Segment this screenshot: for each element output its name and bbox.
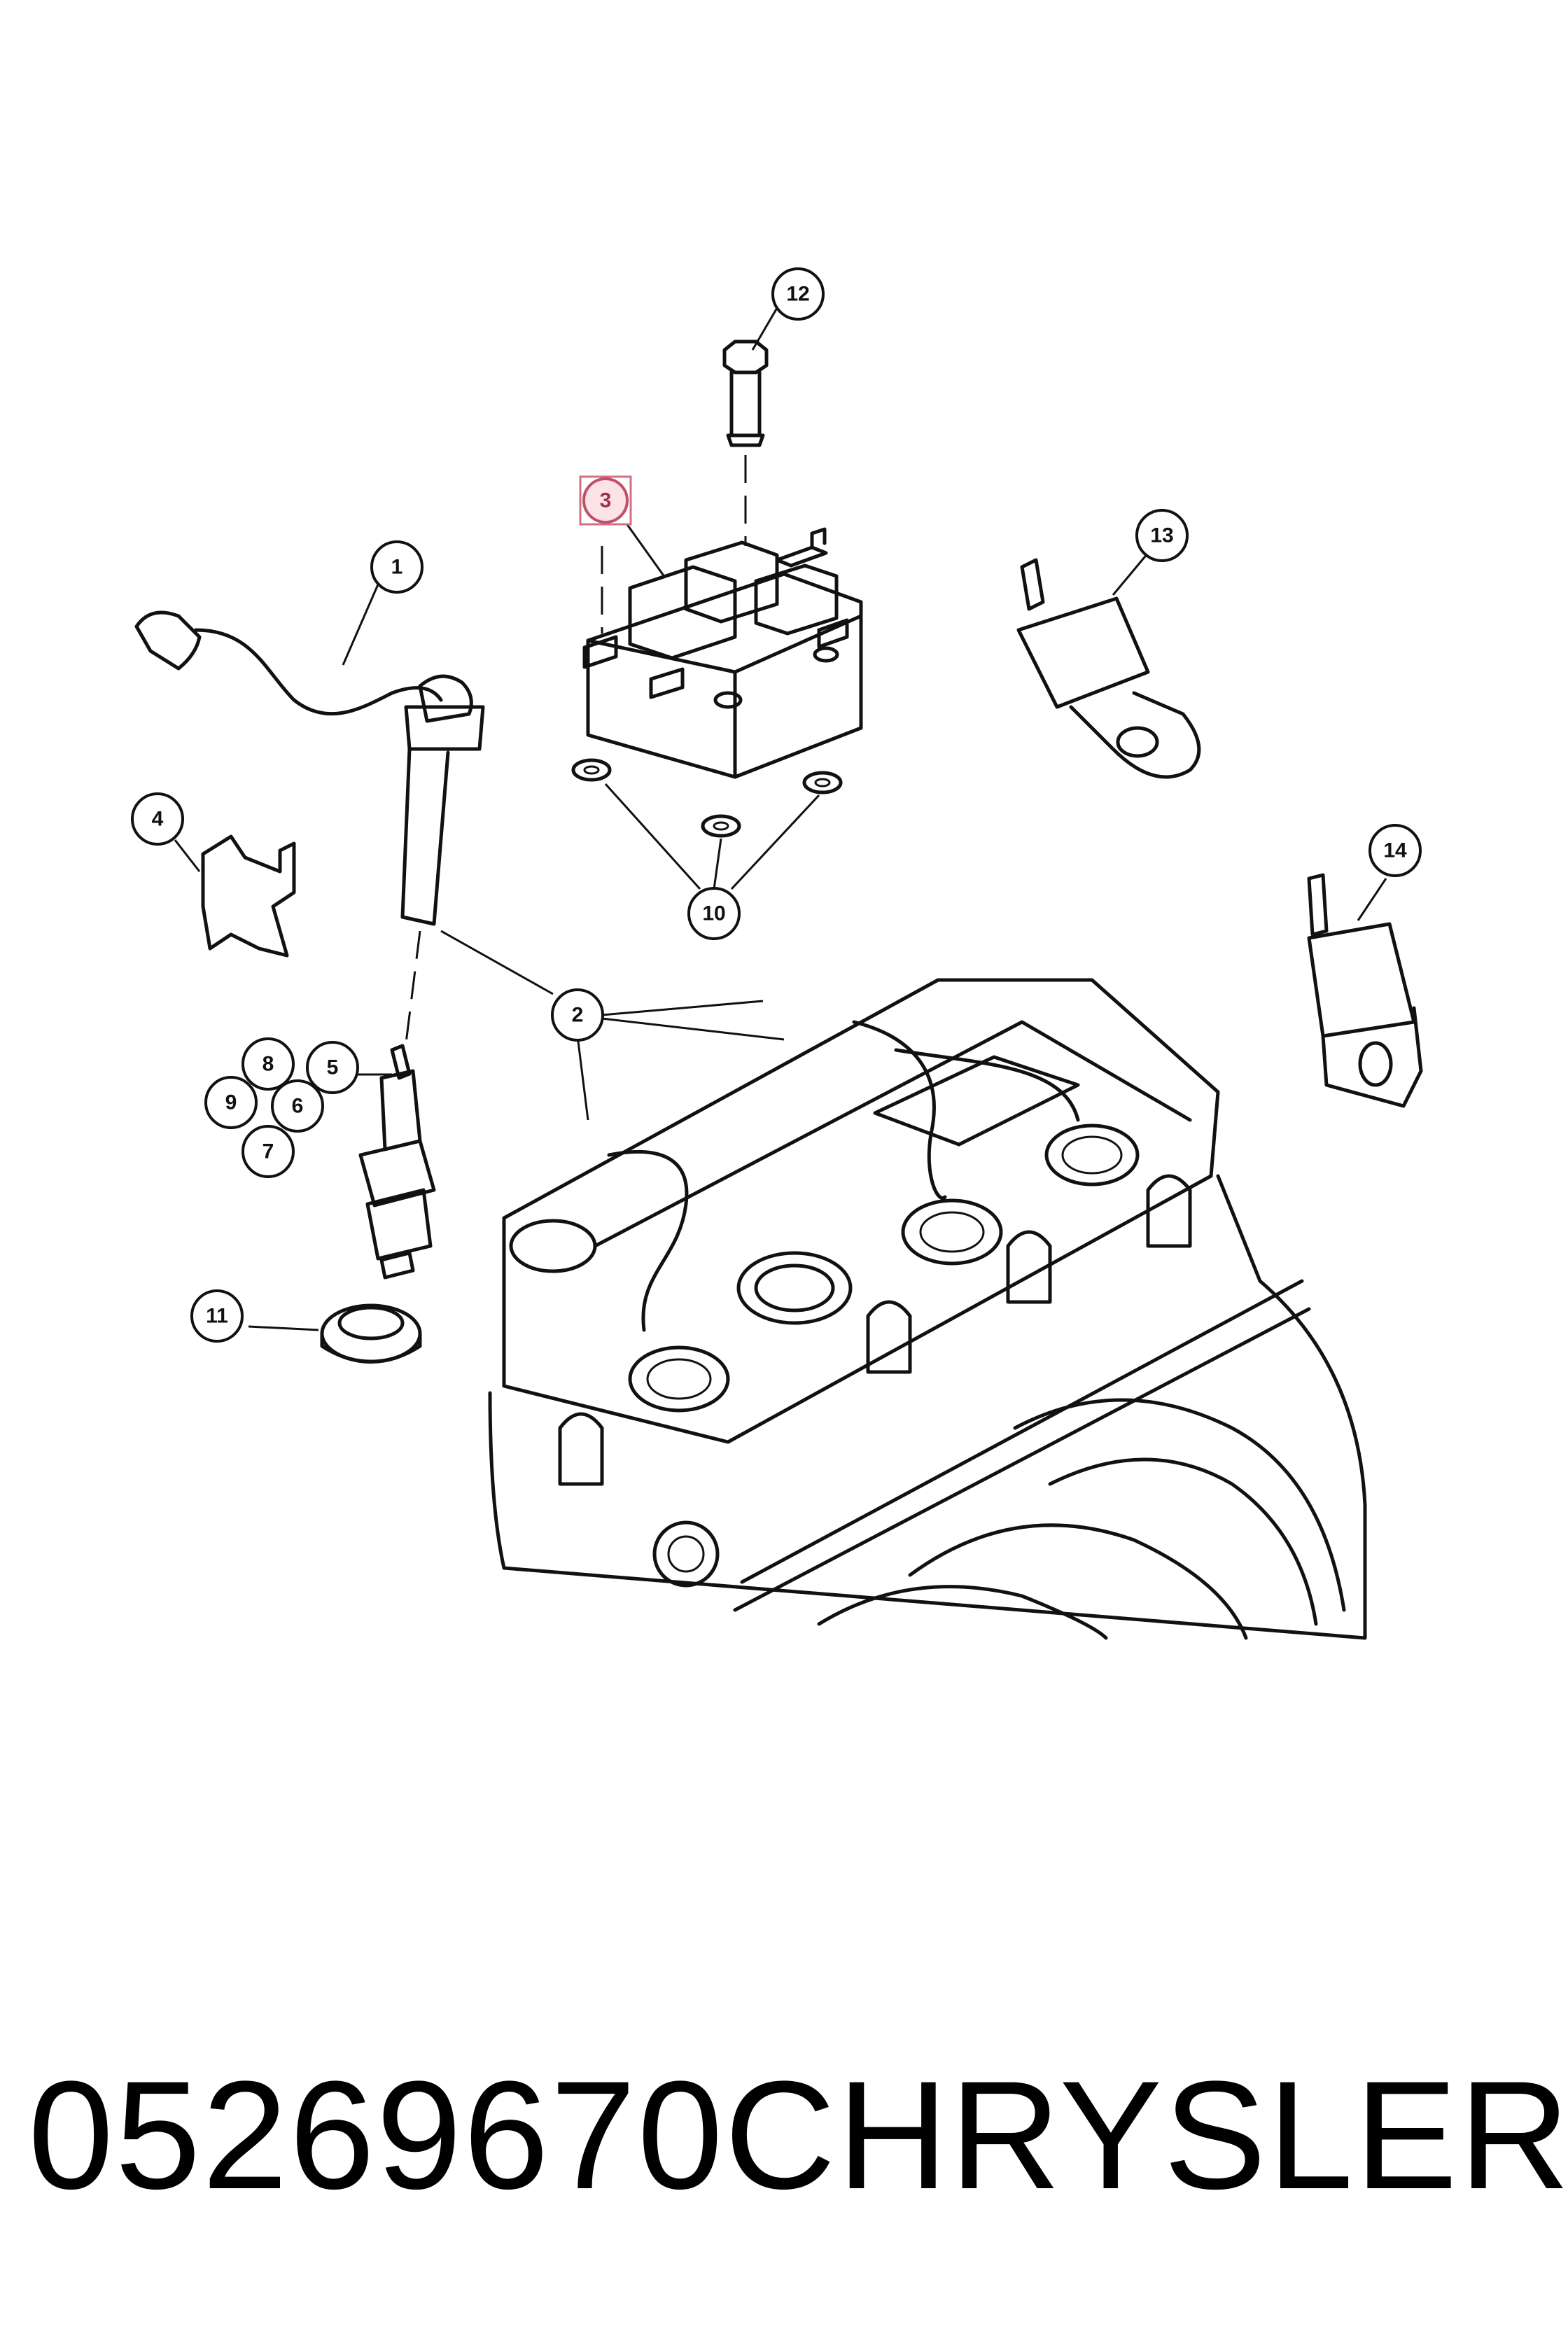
bracket-13-drawing [1016,558,1201,779]
part-caption: 05269670 CHRYSLER [28,2044,1568,2226]
leader-lines [174,307,1387,1331]
callout-6-label: 6 [292,1095,304,1118]
callout-4[interactable]: 4 [131,792,184,846]
callout-12[interactable]: 12 [771,267,825,321]
part-number: 05269670 [28,2048,724,2221]
parts-diagram: 1 2 3 4 5 6 7 8 9 10 11 12 13 14 [131,267,1423,1640]
callout-3-highlight-box [579,475,632,526]
callout-11-label: 11 [206,1305,228,1328]
callout-13[interactable]: 13 [1135,509,1189,562]
seal-drawing [320,1303,422,1364]
callout-1[interactable]: 1 [370,540,424,594]
callout-8[interactable]: 8 [241,1037,295,1091]
callout-14[interactable]: 14 [1368,824,1422,877]
washers-drawing [571,758,843,890]
callout-8-label: 8 [262,1053,274,1076]
brand-name: CHRYSLER [724,2048,1568,2221]
callout-12-label: 12 [786,283,809,306]
callout-4-label: 4 [152,808,164,831]
ignition-coil-drawing [582,527,863,779]
callout-5[interactable]: 5 [306,1041,359,1094]
callout-9[interactable]: 9 [204,1076,258,1129]
callout-3-label: 3 [600,489,612,512]
ignition-cable-drawing [134,610,485,1044]
callout-9-label: 9 [225,1091,237,1114]
spark-plug-drawing [358,1044,436,1280]
callout-7[interactable]: 7 [241,1125,295,1178]
callout-7-label: 7 [262,1140,274,1163]
bolt-drawing [722,340,769,546]
callout-11[interactable]: 11 [190,1289,244,1343]
callout-5-label: 5 [327,1056,339,1079]
callout-14-label: 14 [1383,839,1407,862]
engine-drawing [488,978,1367,1640]
callout-1-label: 1 [391,556,403,579]
callout-6[interactable]: 6 [271,1079,324,1133]
bracket-14-drawing [1307,873,1423,1108]
callout-13-label: 13 [1150,524,1173,547]
callout-3[interactable]: 3 [582,477,629,524]
callout-10-label: 10 [702,902,725,925]
callout-2-label: 2 [572,1004,584,1027]
clip-drawing [201,834,296,958]
callout-2[interactable]: 2 [551,988,604,1042]
callout-10[interactable]: 10 [687,887,741,940]
